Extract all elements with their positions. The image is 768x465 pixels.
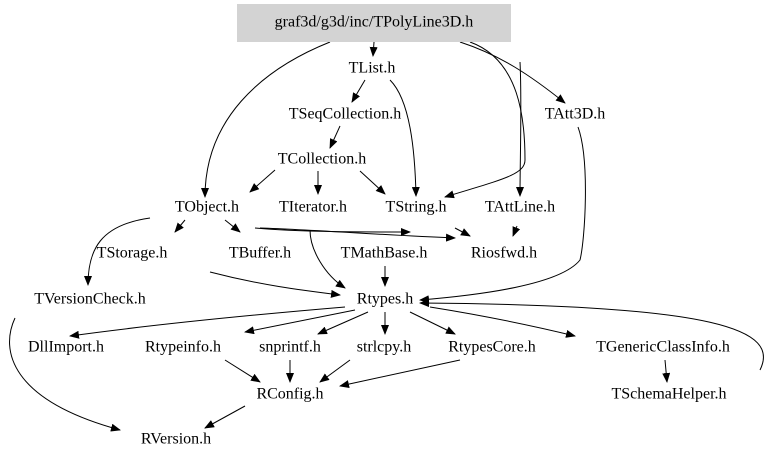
edge-tlist-tstring	[389, 79, 420, 197]
edge-tobject-tstorage	[174, 219, 186, 233]
node-tstorage[interactable]: TStorage.h	[97, 245, 168, 262]
edge-root-tstring	[444, 41, 526, 199]
edge-root-tatt3d	[459, 41, 566, 104]
node-strlcpy[interactable]: strlcpy.h	[357, 339, 412, 356]
node-snprintf[interactable]: snprintf.h	[259, 339, 321, 356]
node-riosfwd[interactable]: Riosfwd.h	[471, 245, 537, 262]
nodes: TList.h TSeqCollection.h TAtt3D.h TColle…	[28, 60, 730, 448]
node-rtypescore[interactable]: RtypesCore.h	[448, 339, 536, 356]
node-tlist[interactable]: TList.h	[349, 60, 396, 77]
edge-tatt3d-rtypes	[419, 126, 586, 304]
node-tseqcollection[interactable]: TSeqCollection.h	[289, 106, 401, 123]
edge-rtypes-tgeneric	[429, 306, 576, 338]
node-tattline[interactable]: TAttLine.h	[485, 199, 555, 216]
node-dllimport[interactable]: DllImport.h	[28, 339, 104, 356]
node-tversioncheck[interactable]: TVersionCheck.h	[34, 291, 146, 308]
edge-tstring-riosfwd	[454, 227, 471, 237]
edge-tlist-tseq	[351, 79, 366, 103]
edge-tattline-riosfwd	[512, 225, 521, 237]
root-node[interactable]: graf3d/g3d/inc/TPolyLine3D.h	[275, 14, 474, 31]
edge-rtypescore-rconfig	[339, 359, 461, 389]
edge-rconfig-rversion	[204, 405, 246, 429]
edge-tgeneric-rtypes	[419, 299, 764, 371]
node-tstring[interactable]: TString.h	[386, 199, 447, 216]
edge-rtypeinfo-rconfig	[224, 359, 261, 383]
edge-tobject-tversion	[84, 217, 151, 286]
node-tbuffer[interactable]: TBuffer.h	[229, 245, 291, 262]
node-rversion[interactable]: RVersion.h	[141, 431, 211, 448]
edge-tstorage-rtypes	[209, 271, 341, 298]
edge-tobject-riosfwd	[259, 227, 456, 242]
edge-strlcpy-rconfig	[319, 359, 351, 383]
root-node-box	[237, 4, 511, 42]
node-tobject[interactable]: TObject.h	[175, 199, 239, 216]
edge-rtypes-rtypeinfo	[244, 309, 356, 335]
node-tgenericclassinfo[interactable]: TGenericClassInfo.h	[596, 339, 730, 356]
edge-tcoll-tobject	[249, 169, 276, 193]
node-rconfig[interactable]: RConfig.h	[256, 386, 323, 403]
edge-rtypes-snprintf	[317, 311, 369, 335]
node-titerator[interactable]: TIterator.h	[279, 199, 347, 216]
node-tcollection[interactable]: TCollection.h	[278, 151, 366, 168]
edge-root-tobject	[201, 41, 331, 198]
edge-root-tlist	[369, 41, 378, 57]
edge-tversion-rversion	[9, 317, 121, 432]
edge-root-tattline	[516, 61, 525, 197]
edge-tcoll-tstring	[359, 170, 386, 195]
node-tmathbase[interactable]: TMathBase.h	[341, 245, 428, 262]
node-tatt3d[interactable]: TAtt3D.h	[545, 106, 606, 123]
edge-tseq-tcoll	[329, 125, 341, 149]
edge-tobject-rtypes	[309, 229, 346, 289]
node-rtypes[interactable]: Rtypes.h	[357, 291, 413, 308]
edge-tobject-tbuffer	[224, 219, 241, 233]
node-rtypeinfo[interactable]: Rtypeinfo.h	[145, 339, 221, 356]
edge-rtypes-rtypescore	[409, 311, 456, 335]
edge-tgeneric-tschema	[662, 359, 671, 383]
node-tschemahelper[interactable]: TSchemaHelper.h	[611, 386, 726, 403]
edge-rtypes-dllimport	[69, 306, 346, 339]
edges	[9, 41, 764, 432]
